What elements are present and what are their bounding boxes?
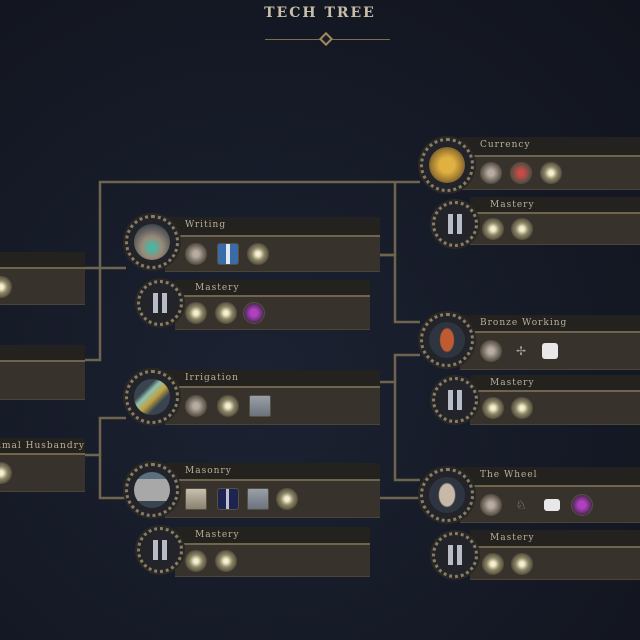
chariot-icon: ♘ xyxy=(515,497,527,512)
science-icon xyxy=(511,552,533,575)
mastery-icon xyxy=(137,527,183,573)
science-icon xyxy=(185,549,207,572)
building-icon xyxy=(247,488,269,510)
tech-name: Animal Husbandry xyxy=(0,438,85,455)
science-icon xyxy=(217,395,239,417)
page-title: TECH TREE xyxy=(264,5,376,21)
writing-icon xyxy=(125,215,179,269)
science-icon xyxy=(247,243,269,265)
tech-name: Mastery xyxy=(175,527,370,545)
tech-name: Bronze Working xyxy=(460,315,640,333)
science-icon xyxy=(276,488,298,510)
tech-name: Mastery xyxy=(175,280,370,297)
codex-icon xyxy=(217,243,239,265)
science-icon xyxy=(185,302,207,324)
target-icon: ✢ xyxy=(515,344,527,358)
tech-name: Masonry xyxy=(165,463,380,481)
science-icon xyxy=(215,302,237,324)
building-icon xyxy=(249,395,271,417)
wall-icon xyxy=(185,488,207,510)
tech-name xyxy=(0,252,85,269)
tech-name: The Wheel xyxy=(460,467,640,487)
tech-name: Writing xyxy=(165,217,380,237)
mastery-icon xyxy=(432,377,478,423)
unit-icon xyxy=(185,243,207,265)
currency-icon xyxy=(420,138,474,192)
mastery-icon xyxy=(432,532,478,578)
the-wheel-icon xyxy=(420,468,474,522)
unit-icon xyxy=(480,493,502,516)
science-icon xyxy=(540,162,562,184)
purple-gem-icon xyxy=(243,302,265,324)
gear-icon xyxy=(185,395,207,417)
science-icon xyxy=(215,549,237,572)
unit-icon xyxy=(480,340,502,362)
masonry-icon xyxy=(125,463,179,517)
monument-icon xyxy=(217,488,239,510)
mastery-icon xyxy=(432,201,478,247)
science-icon xyxy=(482,218,504,240)
tech-name: Mastery xyxy=(470,197,640,214)
flag-icon xyxy=(542,343,558,359)
tech-name xyxy=(0,345,85,362)
purple-gem-icon xyxy=(571,493,593,516)
mastery-icon xyxy=(137,280,183,326)
unit-icon xyxy=(480,162,502,184)
tech-name: Mastery xyxy=(470,375,640,392)
resource-icon xyxy=(510,162,532,184)
bronze-working-icon xyxy=(420,313,474,367)
tech-name: Irrigation xyxy=(165,370,380,388)
science-icon xyxy=(511,218,533,240)
science-icon xyxy=(482,397,504,419)
card-icon xyxy=(544,498,560,511)
irrigation-icon xyxy=(125,370,179,424)
science-icon xyxy=(511,397,533,419)
science-icon xyxy=(482,552,504,575)
tech-name: Currency xyxy=(460,137,640,157)
tech-name: Mastery xyxy=(470,530,640,548)
